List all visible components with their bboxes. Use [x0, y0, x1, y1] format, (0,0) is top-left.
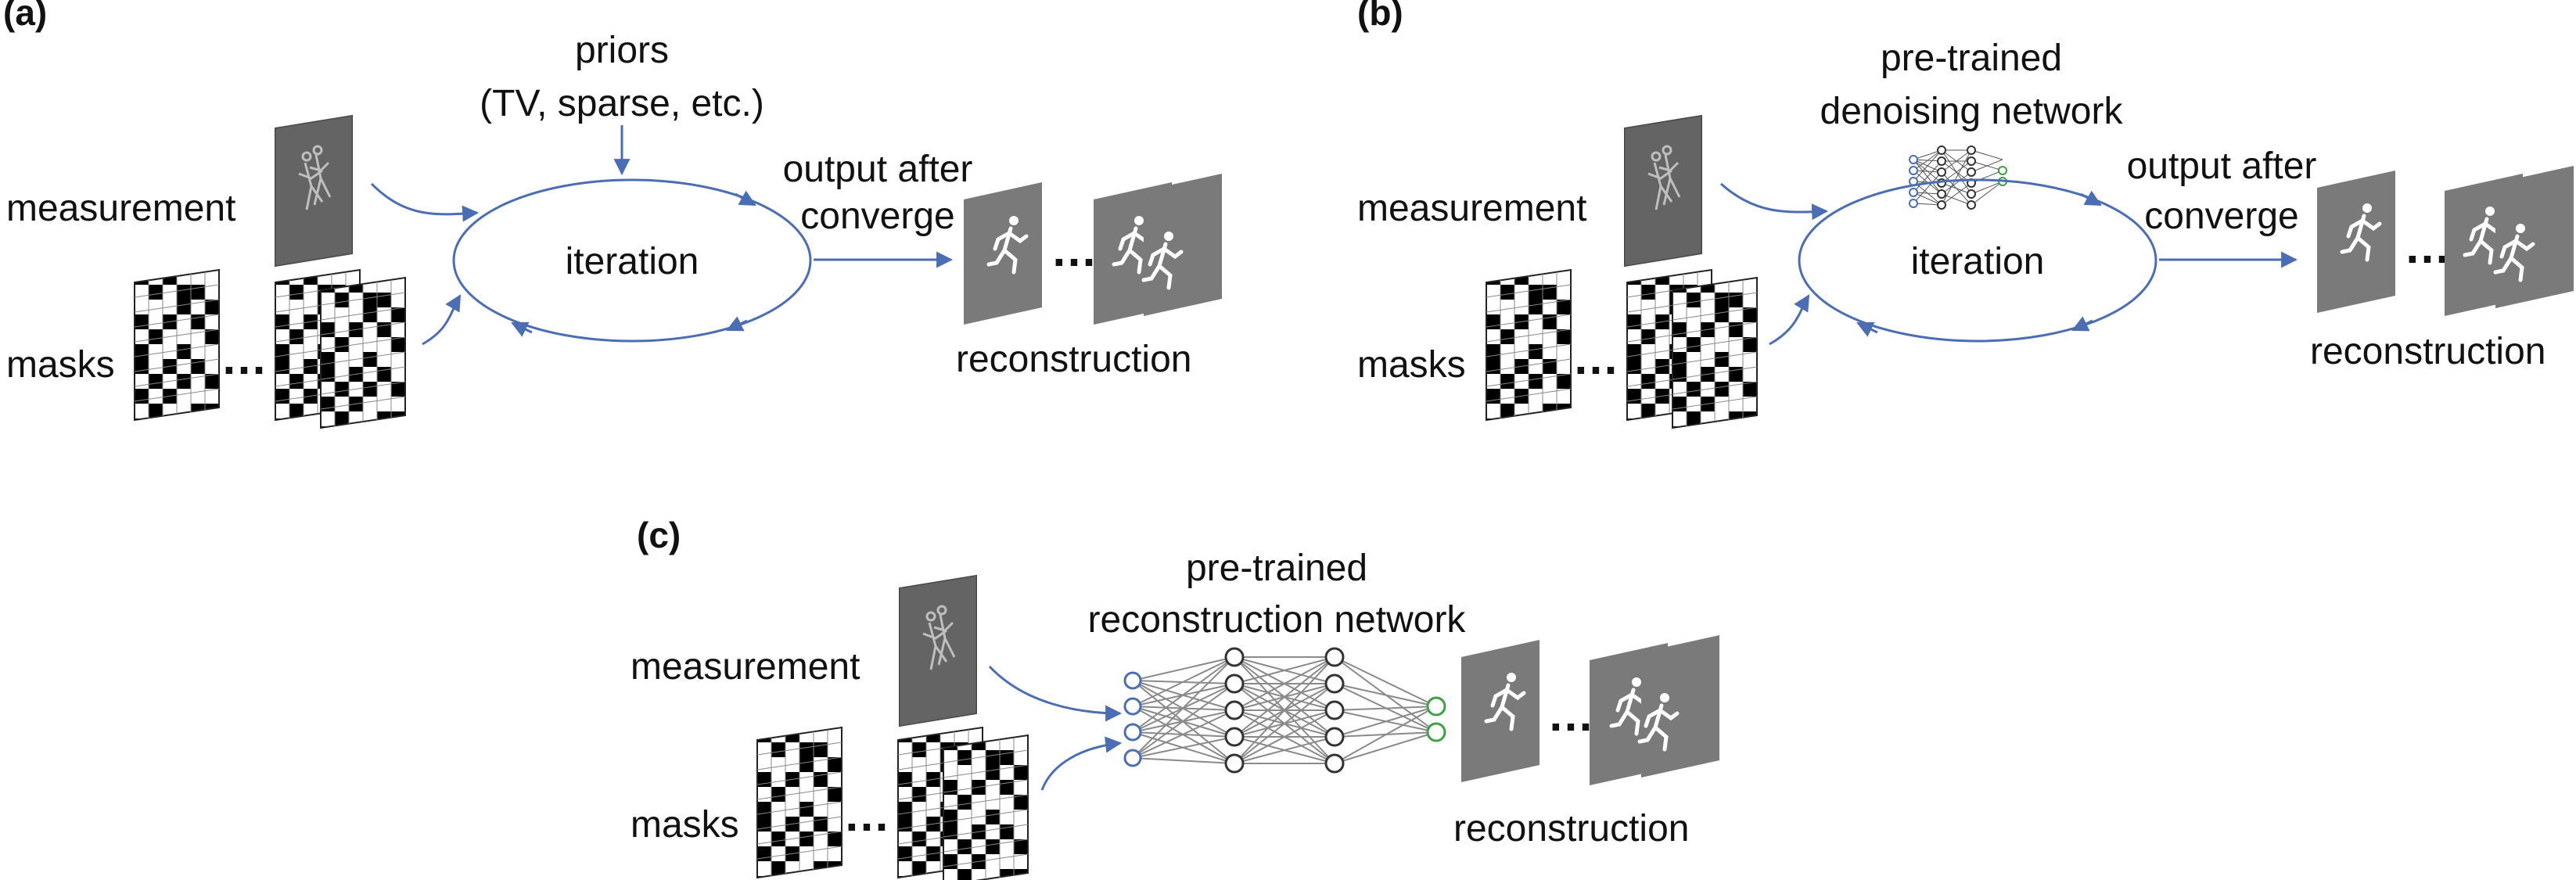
- mask-tile-first: [756, 727, 842, 878]
- measurement-arrow: [1720, 182, 1829, 221]
- reconstruction-frame-third: [1144, 174, 1222, 316]
- loop-arrow-right: [2071, 316, 2093, 332]
- reconstruction-label: reconstruction: [1453, 808, 1689, 849]
- iteration-loop: [1798, 178, 2157, 343]
- reconstruction-label: reconstruction: [2310, 331, 2545, 372]
- iteration-label: iteration: [1911, 241, 2045, 282]
- reconstruction-network-icon: [1123, 647, 1446, 774]
- reconstruction-frame-third: [1641, 635, 1719, 778]
- output-label-line1: output after: [783, 149, 973, 190]
- network-title-line2: reconstruction network: [1088, 599, 1467, 641]
- loop-arrow-bottom: [511, 321, 533, 337]
- masks-arrow: [422, 294, 462, 346]
- network-title-line1: pre-trained: [1881, 38, 2062, 79]
- network-title-line2: denoising network: [1820, 91, 2124, 132]
- measurement-label: measurement: [1357, 188, 1586, 229]
- mask-tile-third: [943, 735, 1029, 880]
- measurement-image: [898, 574, 978, 727]
- network-title-line1: pre-trained: [1186, 548, 1367, 589]
- panel-a: (a) priors (TV, sparse, etc.) measuremen…: [3, 0, 1222, 429]
- output-label-line2: converge: [2144, 196, 2298, 237]
- loop-arrow-top: [735, 190, 756, 207]
- reconstruction-label: reconstruction: [956, 339, 1191, 380]
- iteration-label: iteration: [566, 241, 699, 282]
- ellipsis-icon: …: [843, 788, 890, 841]
- panel-b-label: (b): [1357, 0, 1403, 33]
- measurement-arrow: [988, 665, 1123, 722]
- measurement-label: measurement: [6, 188, 235, 229]
- measurement-label: measurement: [631, 646, 860, 688]
- reconstruction-frame-third: [2495, 166, 2574, 308]
- measurement-image: [274, 114, 354, 268]
- mask-tile-third: [320, 277, 406, 429]
- mask-tile-first: [134, 269, 220, 421]
- iteration-loop: [452, 178, 812, 343]
- ellipsis-icon: …: [1547, 688, 1594, 741]
- ellipsis-icon: …: [1572, 332, 1619, 384]
- masks-label: masks: [631, 804, 739, 846]
- mask-tile-third: [1672, 277, 1758, 429]
- masks-arrow: [1769, 294, 1810, 346]
- mask-tile-first: [1486, 269, 1572, 421]
- ellipsis-icon: …: [221, 332, 268, 384]
- loop-arrow-right: [726, 316, 748, 332]
- panel-a-label: (a): [3, 0, 47, 33]
- priors-title: priors: [575, 30, 669, 71]
- panel-c-label: (c): [637, 515, 681, 555]
- masks-arrow: [1040, 736, 1123, 791]
- denoising-network-icon: [1909, 145, 2007, 210]
- output-label-line2: converge: [800, 196, 954, 237]
- loop-arrow-top: [2080, 190, 2102, 207]
- loop-arrow-bottom: [1856, 321, 1878, 337]
- ellipsis-icon: …: [1051, 224, 1098, 276]
- measurement-arrow: [370, 182, 480, 222]
- masks-label: masks: [1357, 344, 1466, 386]
- ellipsis-icon: …: [2404, 221, 2451, 273]
- measurement-image: [1623, 114, 1703, 268]
- panel-b: (b) pre-trained denoising network measur…: [1357, 0, 2574, 429]
- priors-detail: (TV, sparse, etc.): [480, 83, 764, 124]
- masks-label: masks: [6, 344, 115, 386]
- output-label-line1: output after: [2127, 145, 2317, 187]
- panel-c: (c) pre-trained reconstruction network m…: [631, 515, 1719, 880]
